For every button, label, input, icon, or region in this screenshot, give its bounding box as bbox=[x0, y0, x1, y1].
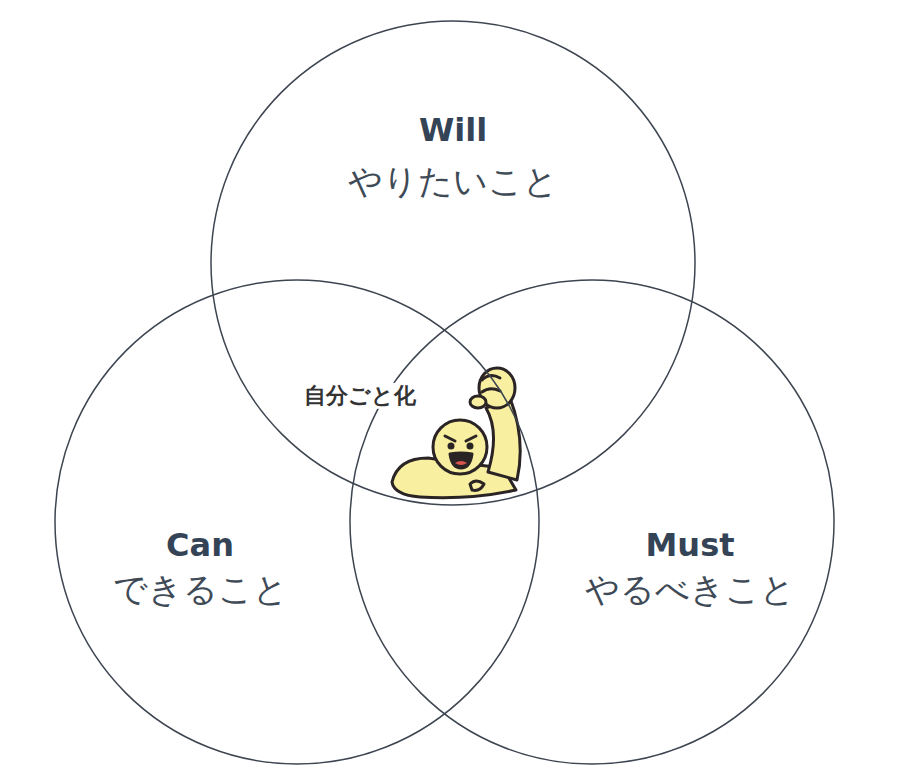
circle-title: Can bbox=[166, 527, 234, 564]
venn-circle: Must やるべきこと bbox=[349, 279, 835, 765]
circle-subtitle: やりたいこと bbox=[348, 162, 558, 201]
circle-outline bbox=[350, 280, 834, 764]
character-hand bbox=[470, 481, 484, 490]
circle-title: Will bbox=[419, 112, 487, 149]
circle-subtitle: やるべきこと bbox=[585, 570, 795, 609]
character-thumb bbox=[470, 396, 486, 408]
character-head bbox=[433, 420, 487, 474]
circle-outline bbox=[211, 21, 695, 505]
center-label: 自分ごと化 bbox=[301, 383, 419, 409]
character-eye bbox=[468, 444, 472, 448]
circle-title: Must bbox=[646, 527, 735, 564]
venn-circle: Will やりたいこと bbox=[210, 20, 696, 506]
circle-outline bbox=[54, 279, 540, 765]
character-tongue bbox=[455, 461, 467, 465]
circle-outline bbox=[210, 20, 696, 506]
character-arm bbox=[486, 398, 520, 480]
circle-subtitle: できること bbox=[113, 570, 288, 609]
character-brows bbox=[445, 436, 476, 441]
circle-outline bbox=[349, 279, 835, 765]
character-mouth bbox=[450, 453, 472, 468]
character-eye bbox=[449, 444, 453, 448]
circle-outline bbox=[55, 280, 539, 764]
venn-circle: Can できること bbox=[54, 279, 540, 765]
